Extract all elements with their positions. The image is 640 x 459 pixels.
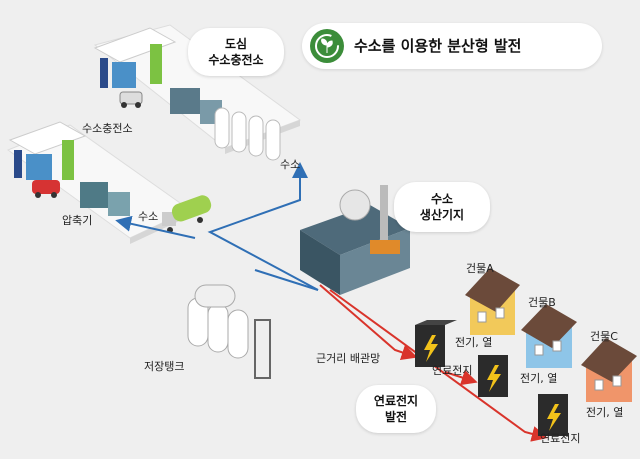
pipeline-label: 근거리 배관망 [316, 352, 381, 365]
tube-trailer-truck [162, 195, 212, 233]
building-b-house [521, 304, 577, 368]
fuel-cell-unit-1 [415, 320, 457, 367]
header-banner: 수소를 이용한 분산형 발전 [302, 23, 602, 69]
fuelcell-1-label: 연료전지 [432, 364, 473, 377]
hydrogen-pipelines [115, 162, 319, 291]
building-a-label: 건물A [466, 262, 494, 275]
page-title: 수소를 이용한 분산형 발전 [354, 37, 522, 55]
building-a-house [465, 268, 520, 335]
building-b-label: 건물B [528, 296, 556, 309]
elec-heat-b-label: 전기, 열 [520, 372, 558, 385]
production-label-1: 수소 [430, 191, 454, 206]
power-pipelines [319, 284, 548, 442]
station-canopy [8, 121, 87, 198]
station-label: 수소충전소 [82, 122, 133, 135]
fuelcell-plant-bubble: 연료전지 발전 [356, 385, 436, 433]
leaf-circle-icon [310, 29, 344, 63]
fuelcell-plant-label-2: 발전 [384, 410, 408, 424]
production-base [300, 185, 410, 295]
elec-heat-a-label: 전기, 열 [455, 336, 493, 349]
fuelcell-2-label: 연료전지 [540, 432, 581, 445]
urban-station-label-2: 수소충전소 [208, 53, 264, 67]
hydrogen-left-label: 수소 [138, 210, 159, 223]
urban-station-canopy [93, 27, 177, 108]
fuel-cell-unit-2 [478, 355, 508, 397]
compressor-machines [80, 182, 130, 216]
hydrogen-top-label: 수소 [280, 158, 301, 171]
elec-heat-c-label: 전기, 열 [586, 406, 624, 419]
building-c-house [581, 338, 637, 402]
urban-station-label-1: 도심 [224, 36, 248, 51]
fuel-cell-unit-3 [538, 394, 568, 436]
storage-tank-group [187, 284, 271, 379]
compressor-label: 압축기 [62, 214, 93, 227]
storage-label: 저장탱크 [144, 360, 185, 373]
building-c-label: 건물C [590, 330, 618, 343]
production-label-2: 생산기지 [419, 208, 465, 222]
fuelcell-plant-label-1: 연료전지 [373, 393, 419, 408]
production-bubble: 수소 생산기지 [394, 182, 490, 232]
urban-station-bubble: 도심 수소충전소 [188, 28, 284, 76]
urban-storage-cylinders [214, 107, 281, 161]
